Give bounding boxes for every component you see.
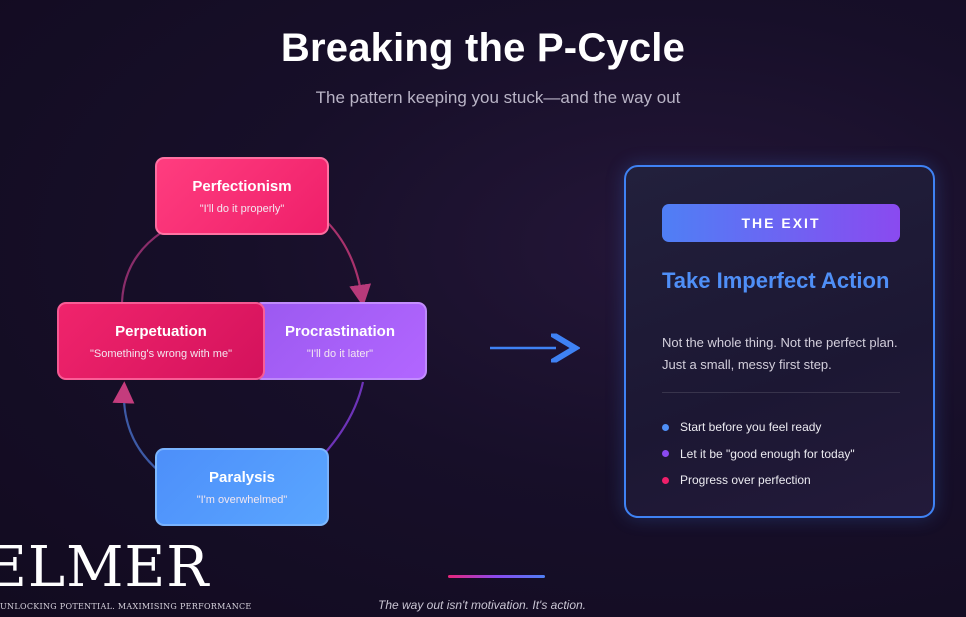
exit-bullet-list: Start before you feel ready Let it be "g… [662, 414, 855, 494]
list-item: Start before you feel ready [662, 414, 855, 441]
node-quote: "I'll do it later" [306, 347, 374, 360]
bullet-dot-icon [662, 423, 669, 431]
node-perpetuation: Perpetuation "Something's wrong with me" [57, 302, 265, 380]
node-name: Paralysis [209, 468, 275, 486]
bullet-text: Start before you feel ready [680, 420, 822, 435]
node-name: Perfectionism [192, 177, 292, 195]
bullet-dot-icon [662, 450, 669, 458]
arrow-perfectionism-to-procrastination [322, 217, 372, 307]
node-paralysis: Paralysis "I'm overwhelmed" [155, 448, 329, 526]
logo-tagline: UNLOCKING POTENTIAL. MAXIMISING PERFORMA… [0, 602, 252, 611]
exit-badge: THE EXIT [662, 204, 900, 242]
list-item: Progress over perfection [662, 467, 855, 494]
exit-heading: Take Imperfect Action [662, 268, 890, 293]
node-quote: "I'm overwhelmed" [196, 493, 288, 506]
node-quote: "Something's wrong with me" [90, 347, 232, 360]
divider [662, 392, 900, 393]
bullet-text: Let it be "good enough for today" [680, 446, 855, 461]
bullet-dot-icon [662, 476, 669, 484]
logo-wordmark: ELMER [0, 535, 210, 600]
list-item: Let it be "good enough for today" [662, 441, 855, 468]
page-title: Breaking the P-Cycle [280, 26, 686, 70]
node-name: Procrastination [284, 322, 396, 340]
node-quote: "I'll do it properly" [199, 202, 285, 215]
exit-description: Not the whole thing. Not the perfect pla… [662, 335, 898, 372]
node-procrastination: Procrastination "I'll do it later" [253, 302, 427, 380]
footer-accent-line [448, 575, 545, 578]
exit-card: THE EXIT Take Imperfect Action Not the w… [624, 165, 935, 518]
node-perfectionism: Perfectionism "I'll do it properly" [155, 157, 329, 235]
page-subtitle: The pattern keeping you stuck—and the wa… [315, 88, 681, 107]
arrow-perpetuation-to-perfectionism [120, 231, 163, 303]
bullet-text: Progress over perfection [680, 473, 811, 488]
node-name: Perpetuation [115, 322, 207, 340]
footer-tagline: The way out isn't motivation. It's actio… [378, 598, 587, 612]
arrow-paralysis-to-perpetuation [112, 381, 161, 473]
